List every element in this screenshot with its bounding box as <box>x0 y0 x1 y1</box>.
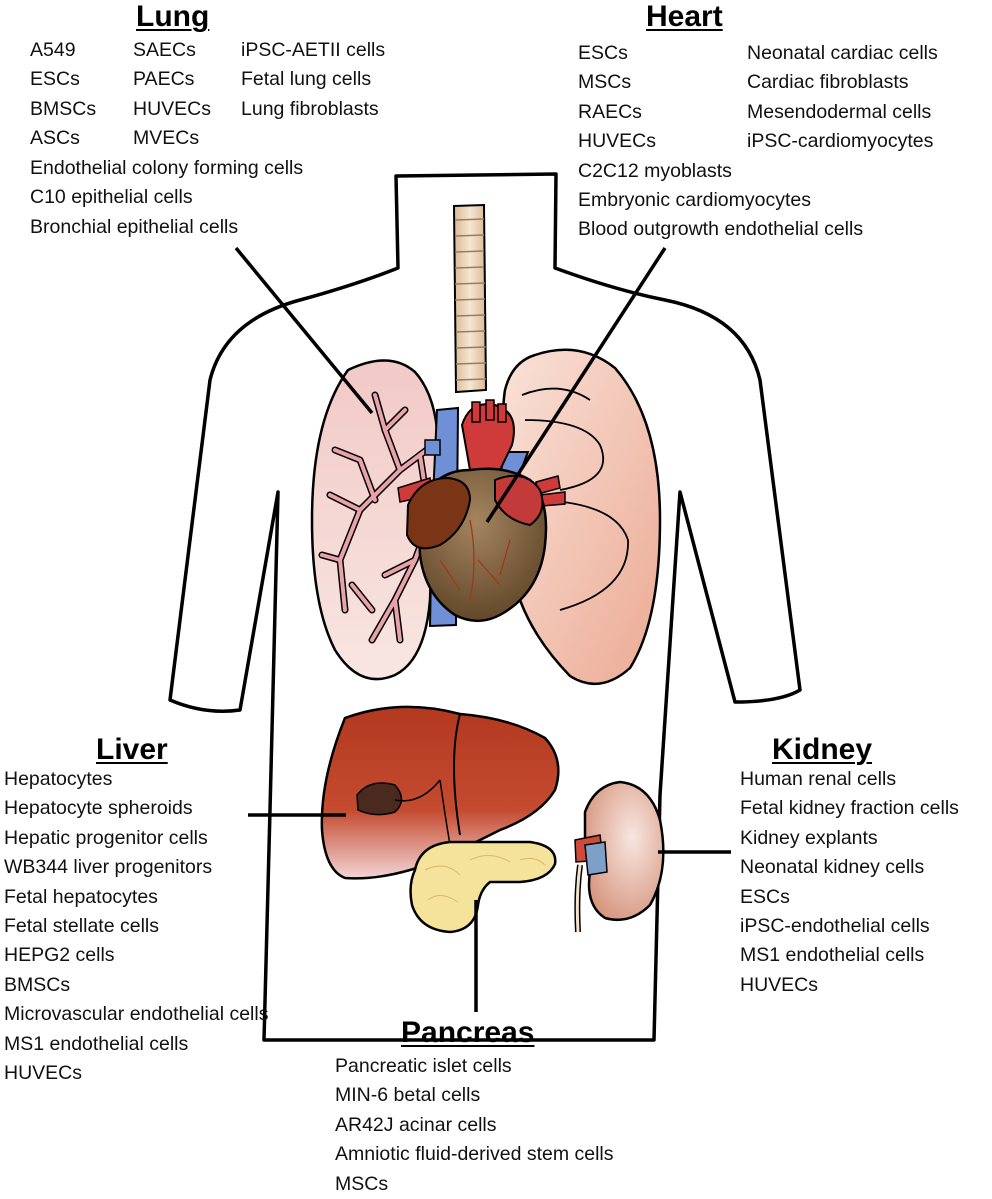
list-item: Fetal hepatocytes <box>4 885 158 908</box>
list-item: ESCs <box>30 68 80 91</box>
list-item: MSCs <box>335 1172 389 1195</box>
list-item: HUVECs <box>578 130 657 153</box>
pancreas-list: Pancreatic islet cells MIN-6 betal cells… <box>335 1052 614 1199</box>
list-item: Endothelial colony forming cells <box>30 157 304 179</box>
liver-title: Liver <box>96 733 168 766</box>
list-item: Fetal lung cells <box>241 68 372 91</box>
list-item: MSCs <box>578 71 632 94</box>
list-item: C10 epithelial cells <box>30 186 193 209</box>
list-item: Neonatal cardiac cells <box>747 42 938 64</box>
lung-list-col1: A549 ESCs BMSCs ASCs <box>30 36 96 154</box>
heart-list-col2: Neonatal cardiac cells Cardiac fibroblas… <box>747 39 938 157</box>
list-item: C2C12 myoblasts <box>578 159 732 182</box>
list-item: iPSC-AETII cells <box>241 39 386 61</box>
kidney <box>574 780 665 933</box>
liver-list: Hepatocytes Hepatocyte spheroids Hepatic… <box>4 765 268 1088</box>
list-item: Hepatic progenitor cells <box>4 826 208 849</box>
list-item: Microvascular endothelial cells <box>4 1003 269 1026</box>
list-item: HUVECs <box>133 97 212 120</box>
list-item: WB344 liver progenitors <box>4 856 213 879</box>
list-item: Amniotic fluid-derived stem cells <box>335 1143 614 1166</box>
list-item: AR42J acinar cells <box>335 1113 497 1136</box>
list-item: ESCs <box>740 885 790 908</box>
list-item: Bronchial epithelial cells <box>30 215 239 238</box>
list-item: HUVECs <box>740 973 819 996</box>
list-item: Fetal kidney fraction cells <box>740 797 959 820</box>
list-item: PAECs <box>133 68 195 91</box>
list-item: BMSCs <box>30 97 97 120</box>
lung-list-wide: Endothelial colony forming cells C10 epi… <box>30 154 303 242</box>
lung-title: Lung <box>136 0 210 33</box>
list-item: MS1 endothelial cells <box>740 944 925 967</box>
list-item: iPSC-cardiomyocytes <box>747 130 934 153</box>
list-item: Mesendodermal cells <box>747 100 932 123</box>
pancreas <box>409 840 557 934</box>
kidney-title: Kidney <box>772 733 873 766</box>
pancreas-title: Pancreas <box>401 1016 535 1049</box>
lung-list-col2: SAECs PAECs HUVECs MVECs <box>133 36 211 154</box>
list-item: MS1 endothelial cells <box>4 1032 189 1055</box>
list-item: Blood outgrowth endothelial cells <box>578 218 864 241</box>
list-item: SAECs <box>133 39 196 61</box>
list-item: Hepatocyte spheroids <box>4 797 193 820</box>
list-item: BMSCs <box>4 973 71 996</box>
list-item: MVECs <box>133 127 200 150</box>
list-item: HUVECs <box>4 1062 83 1085</box>
list-item: MIN-6 betal cells <box>335 1084 481 1107</box>
list-item: Fetal stellate cells <box>4 915 159 938</box>
heart-title: Heart <box>646 0 723 33</box>
list-item: Cardiac fibroblasts <box>747 71 909 94</box>
list-item: iPSC-endothelial cells <box>740 915 930 938</box>
list-item: Kidney explants <box>740 826 878 849</box>
list-item: Lung fibroblasts <box>241 97 379 120</box>
list-item: HEPG2 cells <box>4 944 115 967</box>
list-item: Pancreatic islet cells <box>335 1055 512 1077</box>
list-item: Embryonic cardiomyocytes <box>578 189 811 212</box>
heart <box>405 467 548 622</box>
list-item: ESCs <box>578 42 628 64</box>
list-item: RAECs <box>578 100 642 123</box>
list-item: Human renal cells <box>740 768 897 790</box>
liver <box>320 705 560 880</box>
kidney-list: Human renal cells Fetal kidney fraction … <box>740 765 959 1000</box>
trachea <box>452 203 488 394</box>
heart-list-col1: ESCs MSCs RAECs HUVECs C2C12 myoblasts E… <box>578 39 863 245</box>
lung-list-col3: iPSC-AETII cells Fetal lung cells Lung f… <box>241 36 385 124</box>
list-item: Neonatal kidney cells <box>740 856 925 879</box>
list-item: ASCs <box>30 127 80 150</box>
list-item: A549 <box>30 39 76 61</box>
list-item: Hepatocytes <box>4 768 113 790</box>
leader-lines <box>234 246 731 1012</box>
